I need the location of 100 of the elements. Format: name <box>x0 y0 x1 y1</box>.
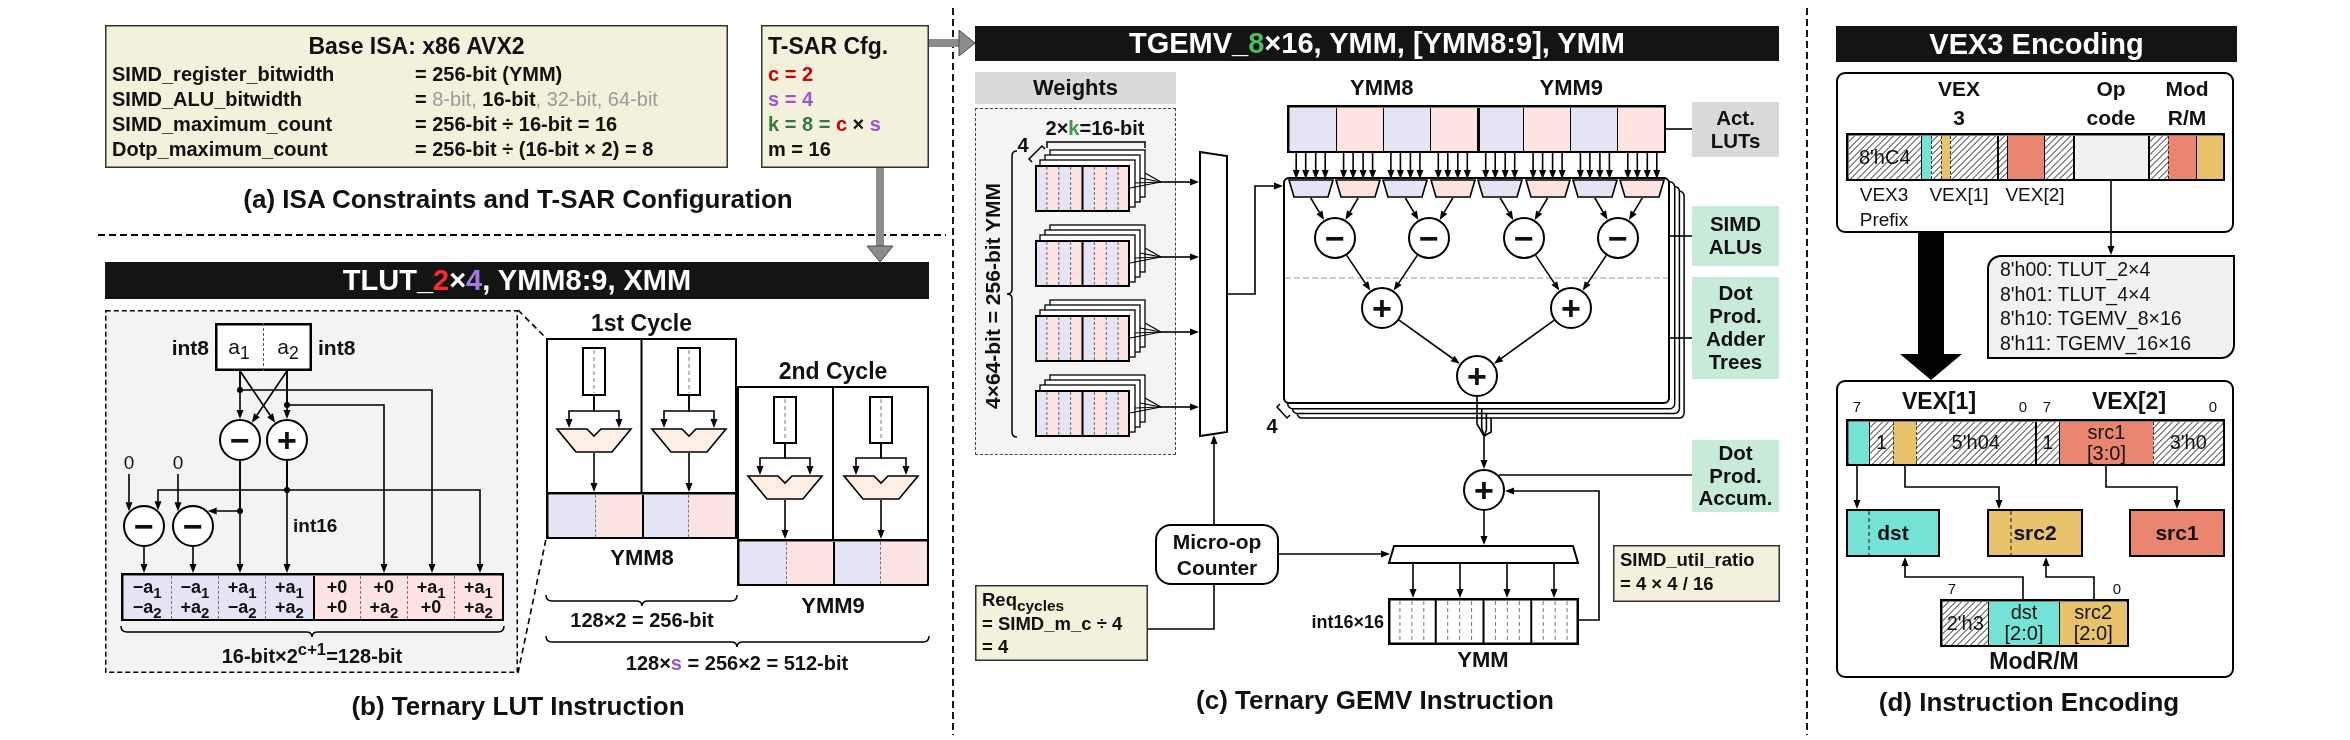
formula-note <box>975 585 1148 661</box>
simd-unit-panel <box>1283 177 1670 404</box>
selector-mux <box>1382 179 1429 198</box>
arrow <box>685 452 693 492</box>
bit-field: 5'h04 <box>1916 421 2035 464</box>
bit-field: 1 <box>2034 421 2059 464</box>
flow-arrow <box>866 168 894 263</box>
parameter-name: SIMD_maximum_count <box>112 113 333 136</box>
count-label: 4 <box>1017 133 1029 157</box>
arrow <box>1227 182 1283 295</box>
lookup-table-row <box>121 573 504 621</box>
selector-mux <box>1571 179 1618 198</box>
register-label: YMM9 <box>801 593 865 619</box>
arrow <box>251 370 288 423</box>
demultiplexer <box>1388 545 1579 564</box>
arrow <box>781 499 789 539</box>
selector-mux <box>1429 179 1476 198</box>
bit-field: 8'hC4 <box>1848 135 1921 179</box>
arrow <box>1463 152 1471 179</box>
arrow <box>237 370 436 573</box>
config-value: c = 2 <box>768 63 814 86</box>
annotation-tag: Dot Prod. Adder Trees <box>1692 277 1779 379</box>
arrow <box>1491 152 1499 179</box>
lut-entry: +0 +0 <box>312 575 360 619</box>
register-label: YMM8 <box>610 545 674 571</box>
operand-tile: dst <box>1846 509 1940 557</box>
data-type-label: int16×16 <box>1311 611 1384 633</box>
bit-index: 7 <box>1852 398 1862 416</box>
arrow <box>1529 152 1537 179</box>
figure-caption: (a) ISA Constraints and T-SAR Configuration <box>243 185 793 215</box>
operand-tile: src1 <box>2129 509 2225 557</box>
arrow <box>1345 197 1359 220</box>
dimension-label: 128×s = 256×2 = 512-bit <box>625 651 849 675</box>
formula-note <box>1613 545 1780 602</box>
constant-label: 0 <box>121 452 137 474</box>
leader-line <box>1665 128 1693 130</box>
leader-line <box>1669 235 1693 237</box>
arrow <box>1534 197 1549 220</box>
arrow <box>1494 319 1555 364</box>
field-label: VEX3 Prefix <box>1858 183 1910 232</box>
bit-index: 7 <box>2042 398 2052 416</box>
annotation-tag: Dot Prod. Accum. <box>1692 440 1779 512</box>
arrow <box>1409 563 1417 598</box>
arrow <box>1539 152 1547 179</box>
arrow <box>880 443 910 475</box>
dimension-label: 4×64-bit = 256-bit YMM <box>980 183 1005 409</box>
arrow <box>1369 152 1377 179</box>
bit-field: 3'h0 <box>2153 421 2223 464</box>
config-panel <box>761 25 929 168</box>
zoom-guide-line <box>517 538 547 674</box>
operand-field: a$_{1}$ <box>215 323 264 371</box>
arrow <box>1586 152 1594 179</box>
formula-text: SIMD_util_ratio <box>1620 549 1755 571</box>
arrow <box>1160 253 1199 261</box>
arrow <box>1511 152 1519 179</box>
config-value: s = 4 <box>768 88 814 111</box>
section-heading: Weights <box>975 72 1176 104</box>
panel-title: Base ISA: x86 AVX2 <box>307 33 526 60</box>
index-register <box>677 347 701 396</box>
selector-mux <box>1477 179 1524 198</box>
register-label: YMM8 <box>1348 75 1415 101</box>
arrow <box>2042 557 2095 600</box>
index-register <box>773 396 797 444</box>
selector-mux <box>1619 179 1666 198</box>
field-label: VEX[2] <box>2005 184 2065 206</box>
count-label: 4 <box>1266 414 1278 438</box>
zoom-guide-line <box>517 309 547 339</box>
arrow <box>1653 152 1661 179</box>
arrow <box>1160 328 1199 336</box>
arrow <box>207 460 243 515</box>
arrow <box>1605 152 1613 179</box>
config-value: k = 8 = c × s <box>768 113 881 136</box>
figure-caption: (c) Ternary GEMV Instruction <box>1196 686 1554 716</box>
arrow <box>1904 465 2003 509</box>
arrow <box>1594 197 1608 220</box>
weight-register-stack <box>1035 298 1161 362</box>
parameter-name: SIMD_ALU_bitwidth <box>112 88 302 111</box>
field-label: Mod R/M <box>2164 76 2210 131</box>
weight-register-stack <box>1035 223 1161 287</box>
counter-block: Micro-op Counter <box>1155 524 1279 585</box>
panel-title: T-SAR Cfg. <box>768 33 889 60</box>
opcode-table <box>1987 255 2235 359</box>
lut-entry: −a$_{1}$ +a$_{2}$ <box>170 575 218 619</box>
arrow <box>590 452 598 492</box>
bit-field: src1 [3:0] <box>2059 421 2153 464</box>
arrow <box>1901 557 2024 600</box>
arrow <box>1628 197 1644 221</box>
arrow <box>1292 152 1300 179</box>
field-label: VEX 3 <box>1937 76 1981 131</box>
arrow <box>688 395 718 428</box>
lut-entry: +a$_{1}$ +a$_{2}$ <box>265 575 313 619</box>
bit-field: src2 [2:0] <box>2059 601 2127 645</box>
header-bar: VEX3 Encoding <box>1836 26 2237 62</box>
arrow <box>1359 152 1367 179</box>
multiplexer <box>1199 151 1228 437</box>
arrow <box>1501 152 1509 179</box>
arrow <box>1505 487 1600 621</box>
arrow <box>1853 465 1861 509</box>
data-type-label: int16 <box>293 515 338 537</box>
arrow <box>593 395 623 428</box>
